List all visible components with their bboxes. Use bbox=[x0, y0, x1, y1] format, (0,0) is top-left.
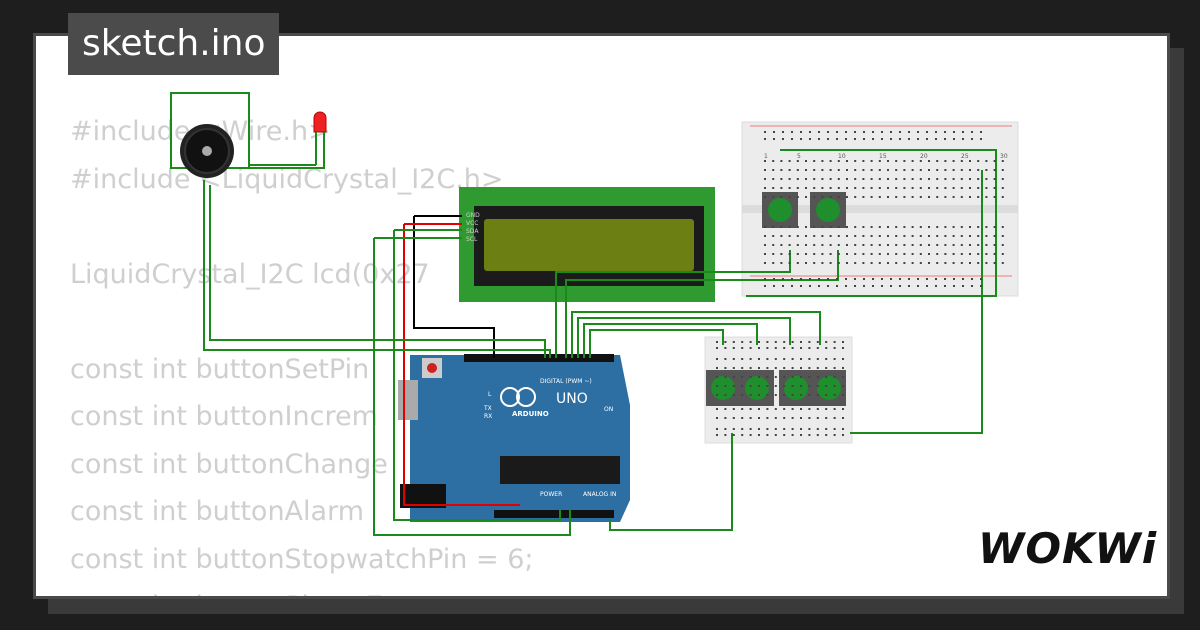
button-extra[interactable] bbox=[812, 370, 846, 406]
on-label: ON bbox=[604, 406, 613, 413]
breadboard-number: 30 bbox=[1000, 153, 1008, 160]
lcd-pin-label: SDA bbox=[466, 228, 479, 235]
breadboard-number: 1 bbox=[764, 153, 768, 160]
code-line: const int buttonSetPin bbox=[70, 353, 370, 385]
arduino-uno[interactable]: DIGITAL (PWM ~) UNO ARDUINO ON L TX RX P… bbox=[398, 354, 630, 522]
digital-label: DIGITAL (PWM ~) bbox=[540, 378, 592, 385]
button-stopwatch[interactable] bbox=[779, 370, 813, 406]
rx-label: RX bbox=[484, 413, 492, 420]
breadboard-number: 10 bbox=[838, 153, 846, 160]
breadboard-number: 25 bbox=[961, 153, 969, 160]
breadboard-number: 15 bbox=[879, 153, 887, 160]
led-l-label: L bbox=[488, 391, 492, 398]
button-alarm[interactable] bbox=[740, 370, 774, 406]
button-change[interactable] bbox=[706, 370, 740, 406]
tx-label: TX bbox=[483, 405, 492, 412]
breadboard-number: 20 bbox=[920, 153, 928, 160]
power-label: POWER bbox=[540, 491, 562, 498]
code-line: const int buttonAlarm bbox=[70, 496, 364, 527]
code-line: LiquidCrystal_I2C lcd(0x27 bbox=[70, 258, 430, 290]
lcd-pin-label: SCL bbox=[466, 236, 478, 243]
code-line: const int buttonIncrem bbox=[70, 401, 378, 432]
file-title[interactable]: sketch.ino bbox=[68, 13, 280, 75]
breadboard-number: 5 bbox=[797, 153, 801, 160]
lcd-pin-label: VCC bbox=[466, 220, 478, 227]
wokwi-logo: WOKWi bbox=[978, 524, 1158, 573]
wires bbox=[203, 149, 997, 536]
lcd-pin-label: GND bbox=[466, 212, 480, 219]
button-increment[interactable] bbox=[810, 192, 846, 228]
code-line: const int buttonStopwatchPin = 6; bbox=[70, 543, 534, 575]
code-line: const int buzzerPin = 7; bbox=[70, 583, 533, 596]
code-line: const int buttonChange bbox=[70, 448, 388, 480]
led[interactable] bbox=[313, 111, 327, 165]
uno-label: UNO bbox=[556, 391, 588, 407]
buzzer[interactable] bbox=[170, 92, 250, 178]
button-set[interactable] bbox=[762, 192, 798, 228]
analog-label: ANALOG IN bbox=[583, 491, 616, 498]
arduino-label: ARDUINO bbox=[512, 410, 549, 418]
